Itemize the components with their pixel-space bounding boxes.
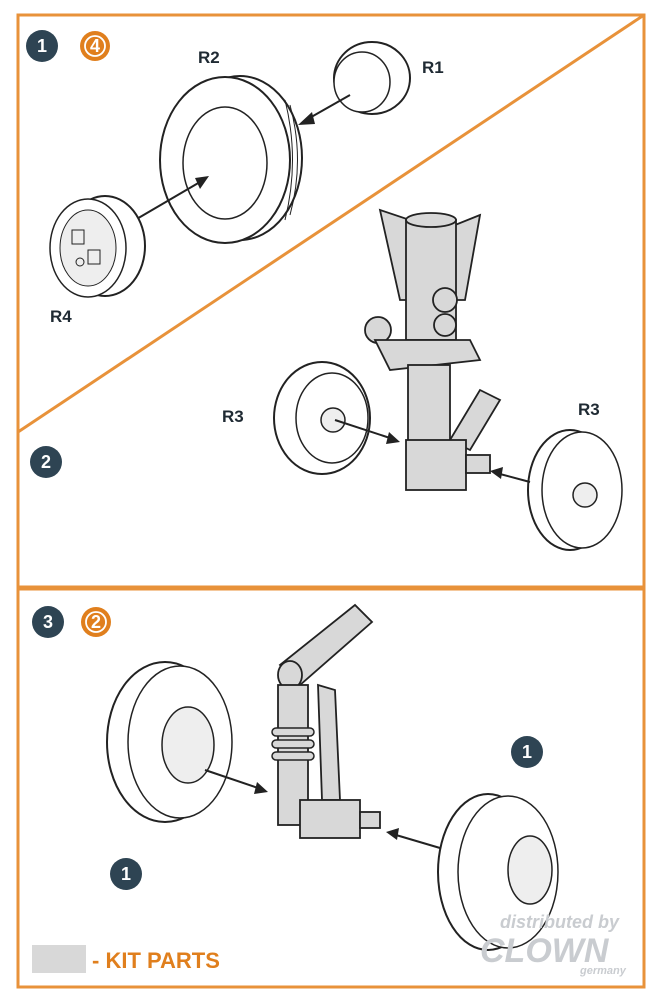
reference-step-4-icon: 4 — [80, 31, 110, 61]
reference-step-2-icon: 2 — [81, 607, 111, 637]
part-r3-wheel-right — [527, 429, 623, 551]
arrow-r3-right — [499, 473, 531, 483]
part-r2-tire — [159, 75, 303, 244]
kit-parts-swatch — [32, 945, 86, 973]
svg-text:2: 2 — [91, 612, 101, 632]
step-3-badge: 3 — [32, 606, 64, 638]
panel-divider-diagonal — [17, 13, 645, 434]
step-1-reference-right: 1 — [511, 736, 543, 768]
svg-text:distributed by: distributed by — [500, 912, 620, 932]
step-1-reference-left: 1 — [110, 858, 142, 890]
arrow-r3-right-head — [490, 467, 503, 479]
label-r2: R2 — [198, 48, 220, 67]
main-wheel-right — [437, 793, 559, 951]
arrow-r3-left — [334, 419, 391, 439]
main-wheel-left — [106, 661, 233, 823]
arrow-r4 — [134, 181, 201, 221]
svg-text:1: 1 — [121, 864, 131, 884]
part-r4-wheel-hub — [49, 195, 146, 298]
svg-text:2: 2 — [41, 452, 51, 472]
distributor-watermark: distributed by CLOWN germany — [480, 912, 627, 977]
panel-border-bottom — [16, 587, 646, 989]
svg-text:4: 4 — [90, 36, 100, 56]
arrow-r1 — [305, 94, 351, 121]
arrow-r4-head — [195, 176, 209, 189]
svg-text:1: 1 — [522, 742, 532, 762]
nose-gear-strut — [364, 208, 502, 491]
arrow-wheel-left — [204, 769, 259, 789]
step-2-badge: 2 — [30, 446, 62, 478]
arrow-r1-head — [298, 112, 315, 125]
panel-border-top — [16, 13, 646, 589]
svg-text:1: 1 — [37, 36, 47, 56]
part-r3-wheel-left — [273, 361, 371, 475]
part-r1-hubcap — [333, 41, 411, 115]
kit-parts-legend: - KIT PARTS — [92, 948, 220, 973]
svg-text:3: 3 — [43, 612, 53, 632]
main-gear-leg — [271, 603, 381, 839]
svg-text:CLOWN: CLOWN — [480, 932, 610, 970]
label-r3-right: R3 — [578, 400, 600, 419]
step-1-badge: 1 — [26, 30, 58, 62]
arrow-wheel-left-head — [254, 782, 268, 794]
arrow-r3-left-head — [386, 432, 400, 444]
arrow-wheel-right — [395, 834, 441, 849]
label-r3-left: R3 — [222, 407, 244, 426]
arrow-wheel-right-head — [386, 828, 399, 840]
svg-text:germany: germany — [579, 965, 627, 977]
label-r1: R1 — [422, 58, 444, 77]
label-r4: R4 — [50, 307, 72, 326]
